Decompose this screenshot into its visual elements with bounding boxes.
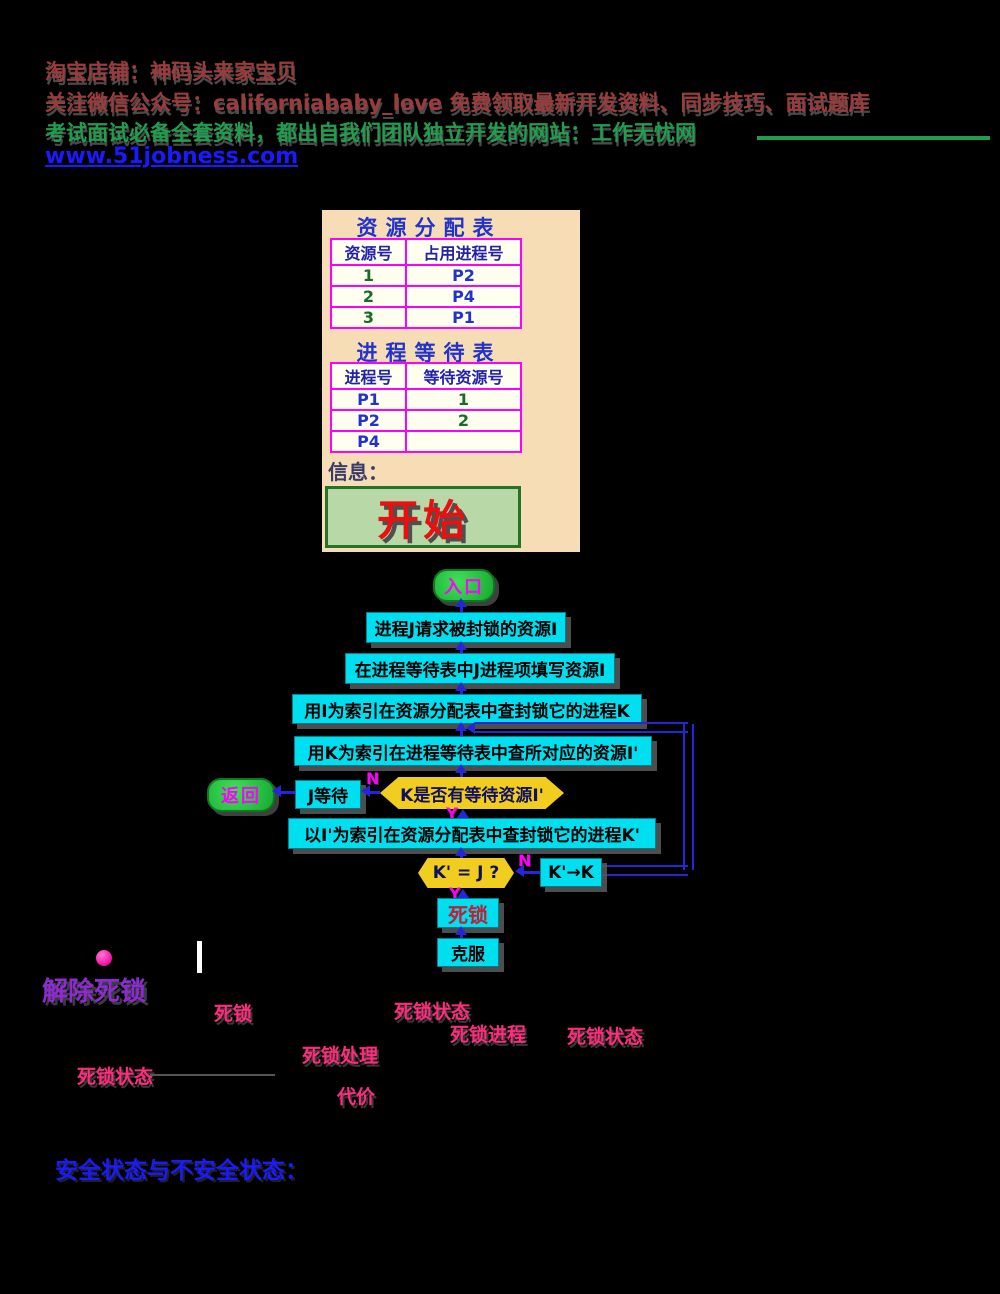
white-cursor-tick: [197, 941, 202, 973]
resource-id-cell: 3: [330, 306, 407, 329]
flow-step-label: J等待: [307, 787, 349, 807]
column-header: 占用进程号: [405, 238, 522, 266]
flow-step-label: 克服: [451, 945, 485, 965]
resource-allocation-table-title: 资源分配表: [356, 216, 502, 240]
watermark-line-2: 关注微信公众号：californiababy_love 免费领取最新开发资料、同…: [45, 91, 870, 115]
return-terminal: 返回: [207, 778, 275, 812]
deadlock-label: 死锁: [448, 902, 488, 927]
process-wait-table: 进程号 等待资源号 P1 1 P2 2 P4: [330, 362, 522, 453]
flow-step-assign-k: K'→K: [540, 858, 602, 887]
arrow-up-icon: [457, 809, 469, 818]
table-header-row: 资源号 占用进程号: [330, 238, 522, 266]
table-row: 3 P1: [330, 306, 522, 329]
arrow-left-icon: [466, 722, 475, 734]
table-row: 1 P2: [330, 264, 522, 287]
table-header-row: 进程号 等待资源号: [330, 362, 522, 390]
feedback-loop-right: [683, 724, 694, 870]
yes-branch-label: Y: [446, 804, 458, 823]
entry-label: 入口: [444, 576, 484, 598]
flow-step-label: 用I为索引在资源分配表中查封锁它的进程K: [304, 701, 630, 722]
pink-bullet-icon: [96, 950, 112, 966]
info-label: 信息：: [328, 460, 388, 484]
return-label: 返回: [221, 786, 261, 807]
flow-step-label: 用K为索引在进程等待表中查所对应的资源I': [307, 743, 639, 764]
resource-allocation-table: 资源号 占用进程号 1 P2 2 P4 3 P1: [330, 238, 522, 329]
watermark-line-3: 考试面试必备全套资料，都出自我们团队独立开发的网站：工作无忧网: [45, 121, 696, 145]
safe-state-caption: 安全状态与不安全状态：: [55, 1158, 308, 1184]
caption-fragment: 死锁状态: [77, 1066, 154, 1088]
deadlock-box: 死锁: [437, 898, 499, 928]
arrow-up-icon: [455, 764, 467, 773]
arrow-left-icon: [361, 785, 370, 797]
process-id-cell: P1: [330, 388, 407, 411]
decision-label: K是否有等待资源I': [400, 785, 544, 806]
resource-id-cell: 1: [330, 264, 407, 287]
flow-step-request: 进程J请求被封锁的资源I: [366, 612, 566, 643]
caption-fragment: 死锁: [214, 1003, 253, 1025]
table-row: P1 1: [330, 388, 522, 411]
decision-has-wait-resource: K是否有等待资源I': [380, 777, 564, 809]
green-underline-rule: [757, 136, 990, 140]
column-header: 等待资源号: [405, 362, 522, 390]
table-row: P2 2: [330, 409, 522, 432]
info-panel: 资源分配表 资源号 占用进程号 1 P2 2 P4 3 P1 进程等待表: [322, 210, 580, 552]
process-id-cell: P4: [405, 285, 522, 308]
arrow-left-icon: [272, 785, 281, 797]
flow-step-label: 在进程等待表中J进程项填写资源I: [354, 661, 606, 681]
table-row: P4: [330, 430, 522, 453]
gray-rule: [150, 1074, 275, 1076]
section-title-release-deadlock: 解除死锁: [42, 977, 147, 1007]
caption-fragment: 死锁处理: [302, 1045, 379, 1067]
process-id-cell: P2: [330, 409, 407, 432]
arrow-up-icon: [455, 641, 467, 650]
no-branch-label: N: [366, 769, 380, 788]
flow-step-fill-wait-table: 在进程等待表中J进程项填写资源I: [345, 653, 615, 684]
process-id-cell: P2: [405, 264, 522, 287]
arrow-up-icon: [457, 889, 469, 898]
overcome-box: 克服: [437, 938, 499, 967]
wait-resource-cell: 2: [405, 409, 522, 432]
arrow-up-icon: [455, 926, 467, 935]
process-wait-table-title: 进程等待表: [356, 341, 502, 365]
flow-connector: [276, 791, 295, 794]
flow-connector: [365, 791, 380, 794]
arrow-up-icon: [455, 722, 467, 731]
caption-fragment: 死锁进程: [450, 1024, 527, 1046]
start-button-label: 开始: [376, 495, 469, 545]
arrow-left-icon: [515, 865, 524, 877]
arrow-up-icon: [455, 682, 467, 691]
table-row: 2 P4: [330, 285, 522, 308]
column-header: 资源号: [330, 238, 407, 266]
yes-branch-label: Y: [449, 884, 461, 903]
website-link[interactable]: www.51jobness.com: [45, 144, 299, 169]
column-header: 进程号: [330, 362, 407, 390]
flow-step-label: 以I'为索引在资源分配表中查封锁它的进程K': [304, 826, 640, 846]
caption-fragment: 死锁状态: [567, 1026, 644, 1048]
flow-step-lookup-process-k: 用I为索引在资源分配表中查封锁它的进程K: [292, 694, 642, 724]
flow-step-label: K'→K: [548, 862, 594, 883]
flow-step-j-wait: J等待: [295, 780, 361, 809]
flow-step-lookup-process-k2: 以I'为索引在资源分配表中查封锁它的进程K': [288, 818, 656, 849]
process-id-cell: P1: [405, 306, 522, 329]
flow-connector: [522, 871, 540, 874]
wait-resource-cell: 1: [405, 388, 522, 411]
feedback-loop-bottom: [600, 865, 688, 876]
arrow-up-icon: [455, 598, 467, 607]
process-id-cell: P4: [330, 430, 407, 453]
flow-step-lookup-resource-i2: 用K为索引在进程等待表中查所对应的资源I': [294, 736, 652, 766]
start-button[interactable]: 开始: [325, 486, 521, 548]
watermark-line-1: 淘宝店铺：神码头来家宝贝: [45, 60, 297, 84]
resource-id-cell: 2: [330, 285, 407, 308]
arrow-up-icon: [455, 847, 467, 856]
wait-resource-cell: [405, 430, 522, 453]
caption-fragment: 死锁状态: [394, 1001, 471, 1023]
decision-k-equals-j: K' = J ?: [418, 858, 514, 888]
flow-step-label: 进程J请求被封锁的资源I: [374, 620, 558, 640]
caption-fragment: 代价: [337, 1086, 376, 1108]
feedback-loop-top: [475, 722, 688, 733]
decision-label: K' = J ?: [432, 863, 500, 883]
